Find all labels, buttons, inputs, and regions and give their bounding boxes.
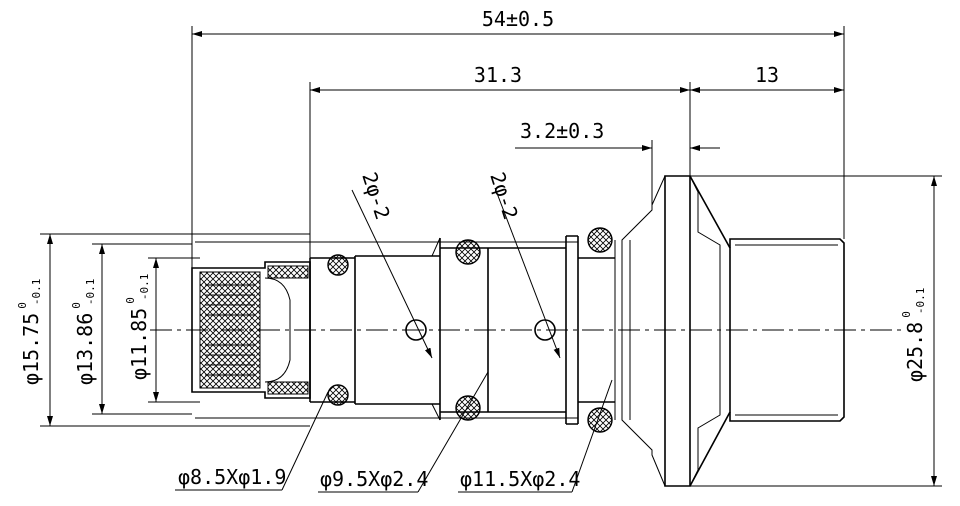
- dim-d1386-label: φ13.86 0 -0.1: [67, 279, 97, 385]
- dim-length-31-label: 31.3: [474, 63, 522, 87]
- oring-medium-label: φ9.5Xφ2.4: [320, 467, 428, 491]
- callout-medium-oring: [318, 371, 489, 493]
- dim-d1575-label: φ15.75 0 -0.1: [13, 279, 43, 385]
- side-hole-right: [494, 187, 561, 359]
- hole-label-right: 2φ-2: [485, 169, 523, 222]
- side-hole-left: [351, 189, 433, 359]
- hole-label-left: 2φ-2: [357, 169, 395, 222]
- callout-large-oring: [458, 379, 613, 493]
- dim-flange-thickness: [515, 140, 720, 205]
- dim-d1185-label: φ11.85 0 -0.1: [121, 274, 151, 380]
- oring-small-label: φ8.5Xφ1.9: [178, 465, 286, 489]
- dim-d1185: [148, 257, 200, 403]
- oring-large-label: φ11.5Xφ2.4: [460, 467, 580, 491]
- dim-d1386: [92, 243, 192, 415]
- dim-overall-length-label: 54±0.5: [482, 7, 554, 31]
- callout-small-oring: [175, 391, 329, 491]
- dim-flange-thickness-label: 3.2±0.3: [520, 119, 604, 143]
- o-ring-medium: [455, 239, 481, 421]
- dim-d258: [690, 175, 942, 487]
- dim-overall-length: [191, 26, 845, 268]
- o-ring-small: [327, 254, 349, 406]
- dim-d1575: [40, 233, 310, 427]
- valve-body: [191, 175, 845, 487]
- o-ring-large: [587, 227, 613, 433]
- dim-length-31: [309, 82, 844, 258]
- dim-length-13-label: 13: [755, 63, 779, 87]
- dim-d258-label: φ25.8 0 -0.1: [897, 288, 927, 382]
